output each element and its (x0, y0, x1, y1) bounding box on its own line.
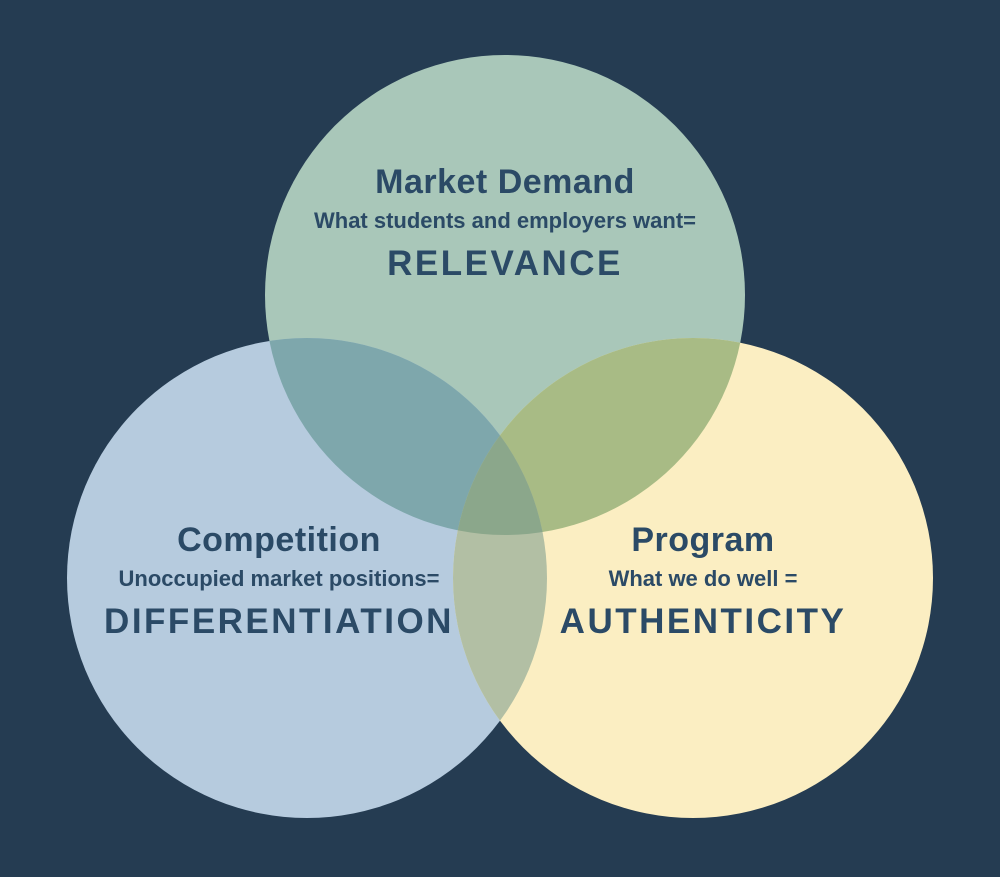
market-demand-labels: Market Demand What students and employer… (314, 163, 696, 284)
competition-subtitle: Unoccupied market positions= (118, 566, 440, 592)
market-competition-overlap (265, 338, 547, 535)
competition-labels: Competition Unoccupied market positions=… (104, 521, 454, 642)
market-demand-subtitle: What students and employers want= (313, 208, 697, 234)
competition-title: Competition (177, 521, 381, 559)
market-program-overlap (453, 338, 745, 535)
market-demand-keyword: RELEVANCE (387, 244, 623, 284)
program-subtitle: What we do well = (608, 566, 798, 592)
program-keyword: AUTHENTICITY (559, 602, 847, 642)
program-title: Program (631, 521, 775, 559)
market-demand-title: Market Demand (375, 163, 635, 201)
competition-keyword: DIFFERENTIATION (104, 602, 454, 642)
program-labels: Program What we do well = AUTHENTICITY (560, 521, 847, 642)
